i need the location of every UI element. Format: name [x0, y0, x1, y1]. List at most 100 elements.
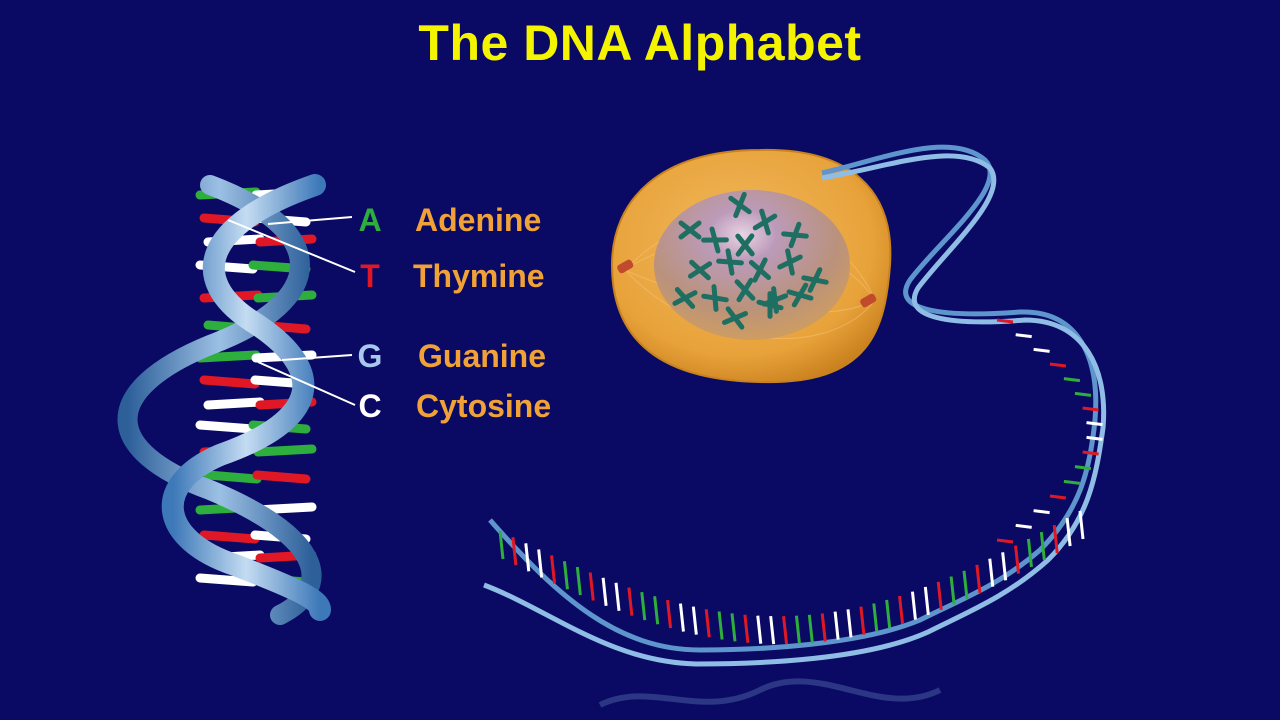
legend-pointers — [227, 216, 356, 406]
strand-base-pair — [1052, 524, 1059, 554]
cell — [610, 148, 892, 384]
strand-base-pair — [1065, 517, 1072, 547]
strand-base-pair — [550, 555, 557, 584]
strand-base-pair — [743, 614, 750, 643]
strand-base-pair — [996, 538, 1014, 544]
strand-base-pair — [627, 587, 634, 616]
strand-base-pair — [704, 609, 711, 638]
strand-base-pair — [833, 611, 840, 640]
strand-base-pair — [614, 582, 621, 611]
base-pair-rung — [199, 375, 260, 389]
base-pair-rung — [195, 350, 261, 363]
helix-backbone-back — [117, 175, 322, 625]
strand-base-pair — [498, 530, 505, 560]
chromosome — [678, 220, 702, 240]
strand-base-pair — [988, 558, 995, 587]
strand-reflection — [598, 678, 942, 708]
chromosome — [672, 287, 698, 309]
strand-base-pair — [936, 581, 943, 611]
strand-base-pair — [666, 599, 673, 629]
legend-letter-t: T — [360, 258, 380, 294]
strand-base-pair — [820, 613, 827, 642]
strand-base-pair — [923, 586, 930, 616]
chromosome — [781, 221, 809, 249]
strand-base-pair — [962, 570, 969, 599]
chromosome — [786, 282, 814, 308]
centriole-right — [860, 293, 877, 308]
chromosome — [687, 259, 713, 281]
slide-title: The DNA Alphabet — [418, 15, 862, 71]
strand-base-pair — [1015, 523, 1032, 529]
base-pair-rung — [252, 470, 311, 484]
strand-base-pair — [1082, 450, 1099, 456]
chromosomes — [672, 191, 829, 330]
strand-base-pair — [640, 591, 647, 621]
chromosome — [777, 248, 803, 276]
strand-base-pair — [1033, 347, 1050, 353]
chromosome — [721, 306, 749, 330]
strand-base-pair — [1063, 377, 1081, 383]
strand-base-pair — [1026, 538, 1033, 568]
chromosome — [735, 233, 755, 257]
legend-letter-g: G — [357, 338, 383, 374]
strand-base-pair — [898, 595, 905, 625]
strand-base-pair — [1049, 362, 1067, 368]
left-helix — [117, 174, 331, 625]
strand-base-pair — [1074, 391, 1092, 397]
strand-base-pair — [691, 606, 698, 635]
strand-base-pair — [575, 566, 582, 596]
chromosome — [716, 248, 744, 276]
strand-base-pair — [653, 596, 660, 625]
strand-base-pair — [807, 614, 814, 643]
strand-base-pair — [794, 615, 801, 644]
base-pair-rung — [195, 420, 258, 434]
chromosome — [752, 208, 778, 236]
strand-base-pair — [588, 572, 595, 601]
strand-base-pair — [1033, 509, 1050, 515]
legend-name-guanine: Guanine — [418, 338, 547, 374]
strand-base-pair — [1001, 552, 1008, 581]
strand-base-pair — [1082, 406, 1099, 412]
strand-base-pair — [910, 591, 917, 620]
strand-base-pair — [1078, 510, 1085, 540]
chromosome — [734, 277, 756, 303]
strand-base-pair — [949, 576, 956, 605]
strand-base-pair — [756, 615, 763, 644]
base-pair-rung — [203, 470, 262, 484]
chromosome — [728, 191, 752, 219]
helix-backbone-front — [161, 174, 331, 621]
chromosome — [701, 284, 729, 312]
legend-name-thymine: Thymine — [413, 258, 545, 294]
legend-letter-c: C — [358, 388, 382, 424]
strand-base-pair — [1049, 494, 1067, 500]
strand-base-pair — [872, 603, 879, 632]
strand-base-pair — [1014, 545, 1021, 574]
chromosome — [701, 226, 729, 254]
base-pair-rung — [203, 397, 265, 410]
strand-base-pair — [1063, 479, 1081, 485]
strand-base-pair — [975, 564, 982, 594]
strand-base-pair — [1086, 421, 1103, 427]
strand-base-pair — [562, 561, 569, 590]
strand-base-pair — [1039, 531, 1046, 561]
centriole-left — [617, 259, 634, 274]
strand-base-pair — [1086, 435, 1103, 441]
base-pair-rung — [253, 444, 317, 457]
legend-name-adenine: Adenine — [415, 202, 542, 238]
chromosome — [801, 267, 829, 293]
strand-base-pair — [730, 613, 737, 642]
strand-base-pair — [678, 603, 685, 632]
base-pair-rung — [199, 530, 260, 544]
strand-base-pair — [601, 577, 608, 606]
strand-base-pair — [524, 543, 531, 572]
strand-base-pair — [782, 616, 789, 645]
strand-base-pair — [885, 599, 892, 629]
strand-base-pair — [717, 611, 724, 640]
strand-base-pair — [1074, 465, 1092, 471]
strand-base-pair — [1015, 333, 1032, 339]
chromosome — [756, 291, 784, 319]
unwound-dna-strand — [483, 144, 1107, 667]
strand-base-pair — [846, 609, 853, 638]
